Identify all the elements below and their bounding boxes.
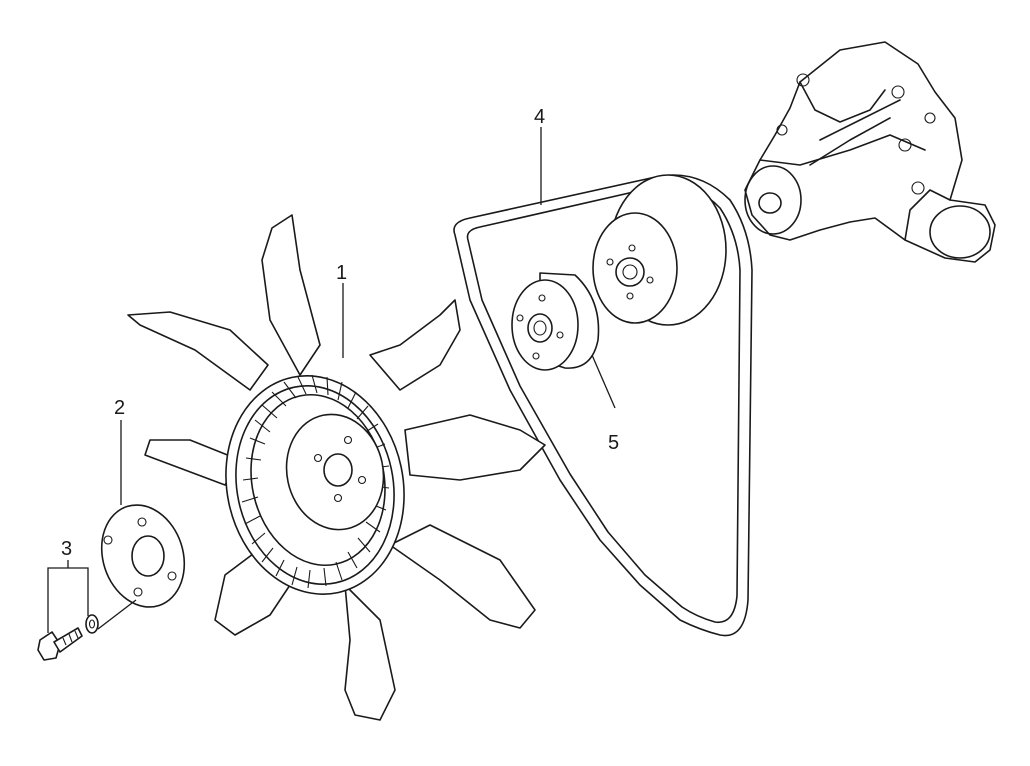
idler-pulley bbox=[511, 272, 600, 371]
cooling-fan bbox=[127, 214, 546, 721]
bolt-and-washer bbox=[37, 614, 99, 661]
crank-pulley bbox=[592, 174, 727, 326]
callout-5: 5 bbox=[608, 432, 619, 454]
water-pump bbox=[744, 41, 996, 263]
fan-ribs bbox=[241, 374, 390, 589]
fan-spacer-plate bbox=[100, 504, 186, 608]
callout-1: 1 bbox=[336, 262, 347, 284]
callout-4: 4 bbox=[534, 106, 545, 128]
v-belt bbox=[453, 174, 753, 637]
callout-3: 3 bbox=[61, 538, 72, 560]
leader-lines bbox=[47, 127, 616, 633]
callout-2: 2 bbox=[114, 397, 125, 419]
